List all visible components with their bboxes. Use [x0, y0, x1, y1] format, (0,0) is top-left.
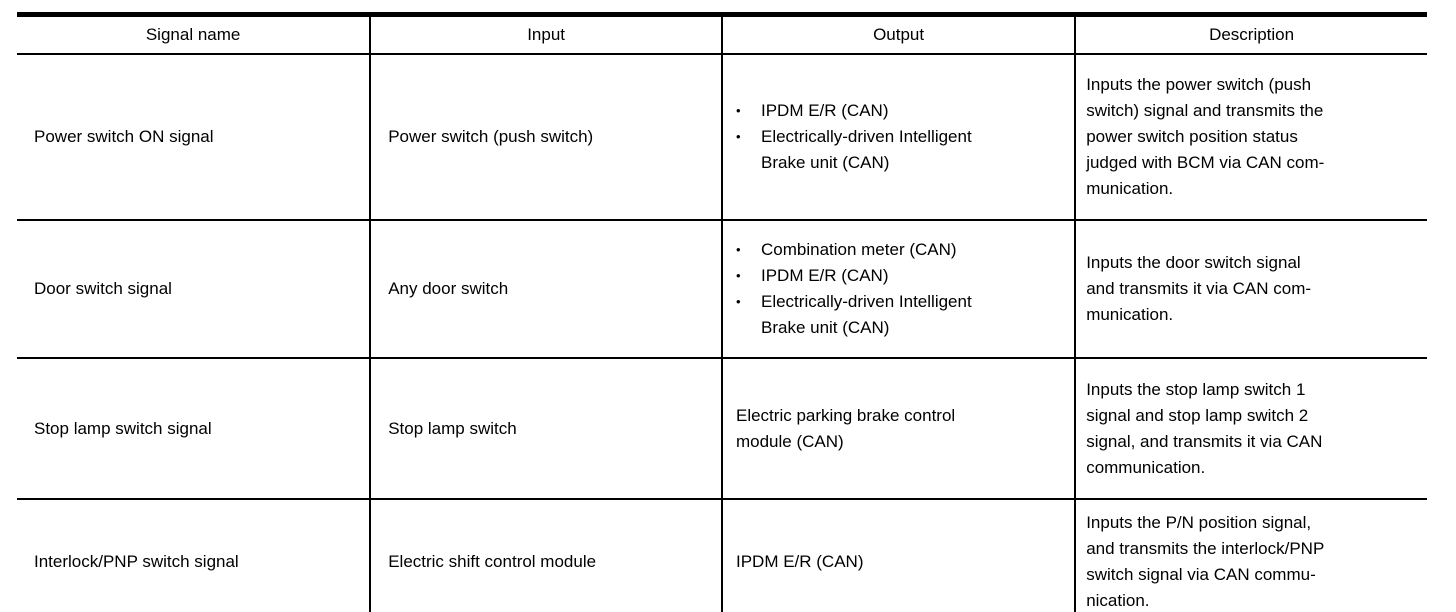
description-text: Inputs the stop lamp switch 1 signal and…	[1086, 379, 1323, 477]
output-item-text: IPDM E/R (CAN)	[760, 101, 889, 120]
output-text: Electric parking brake control module (C…	[735, 405, 956, 451]
input-text: Any door switch	[388, 279, 509, 298]
output-list-item: • IPDM E/R (CAN)	[736, 98, 1066, 124]
input-cell: Any door switch	[369, 219, 723, 359]
output-cell: • IPDM E/R (CAN) • Electrically-driven Inte…	[720, 53, 1077, 221]
input-text: Electric shift control module	[388, 552, 597, 571]
signal-name-cell: Stop lamp switch signal	[17, 357, 372, 500]
signal-table: Signal name Input Output Description Pow…	[17, 12, 1427, 612]
signal-name-cell: Power switch ON signal	[17, 53, 372, 221]
output-item-text: IPDM E/R (CAN)	[760, 266, 889, 285]
output-list-item: • Electrically-driven Intelligent Brake u…	[736, 289, 1066, 341]
output-list-item: • Combination meter (CAN)	[736, 237, 1066, 263]
description-cell: Inputs the power switch (push switch) si…	[1074, 53, 1427, 221]
header-row: Signal name Input Output Description	[17, 13, 1427, 55]
bullet-icon: •	[735, 294, 741, 309]
column-header-output: Output	[720, 13, 1077, 55]
table-row: Interlock/PNP switch signal Electric shi…	[17, 498, 1427, 612]
output-cell: IPDM E/R (CAN)	[720, 498, 1077, 612]
column-header-description: Description	[1074, 13, 1427, 55]
output-text: IPDM E/R (CAN)	[735, 552, 864, 571]
description-text: Inputs the P/N position signal, and tran…	[1086, 513, 1325, 610]
description-cell: Inputs the stop lamp switch 1 signal and…	[1074, 357, 1427, 500]
output-list-item: • Electrically-driven Intelligent Brake u…	[736, 124, 1066, 176]
output-cell: Electric parking brake control module (C…	[720, 357, 1077, 500]
bullet-icon: •	[735, 103, 741, 118]
bullet-icon: •	[735, 268, 741, 283]
output-item-text: Electrically-driven Intelligent Brake un…	[760, 127, 972, 172]
description-text: Inputs the door switch signal and transm…	[1086, 253, 1312, 324]
input-cell: Power switch (push switch)	[369, 53, 723, 221]
column-header-signal-name: Signal name	[17, 13, 372, 55]
bullet-icon: •	[735, 242, 741, 257]
bullet-icon: •	[735, 129, 741, 144]
signal-name-text: Door switch signal	[34, 279, 172, 298]
description-text: Inputs the power switch (push switch) si…	[1086, 75, 1325, 198]
output-list-item: • IPDM E/R (CAN)	[736, 263, 1066, 289]
output-item-text: Combination meter (CAN)	[760, 240, 957, 259]
signal-name-text: Interlock/PNP switch signal	[34, 552, 239, 571]
signal-name-cell: Interlock/PNP switch signal	[17, 498, 372, 612]
signal-name-cell: Door switch signal	[17, 219, 372, 359]
table-row: Stop lamp switch signal Stop lamp switch…	[17, 357, 1427, 500]
description-cell: Inputs the door switch signal and transm…	[1074, 219, 1427, 359]
signal-name-text: Stop lamp switch signal	[34, 418, 212, 438]
output-cell: •Combination meter (CAN)•IPDM E/R (CAN)•…	[720, 219, 1077, 359]
input-text: Stop lamp switch	[388, 418, 517, 438]
input-text: Power switch (push switch)	[388, 127, 594, 146]
input-cell: Electric shift control module	[369, 498, 723, 612]
input-cell: Stop lamp switch	[369, 357, 723, 500]
output-item-text: Electrically-driven Intelligent Brake un…	[760, 292, 972, 337]
description-cell: Inputs the P/N position signal, and tran…	[1074, 498, 1427, 612]
signal-name-text: Power switch ON signal	[34, 127, 214, 146]
column-header-input: Input	[369, 13, 723, 55]
table-row: Door switch signal Any door switch • Comb…	[17, 219, 1427, 359]
table-row: Power switch ON signal Power switch (pus…	[17, 53, 1427, 221]
